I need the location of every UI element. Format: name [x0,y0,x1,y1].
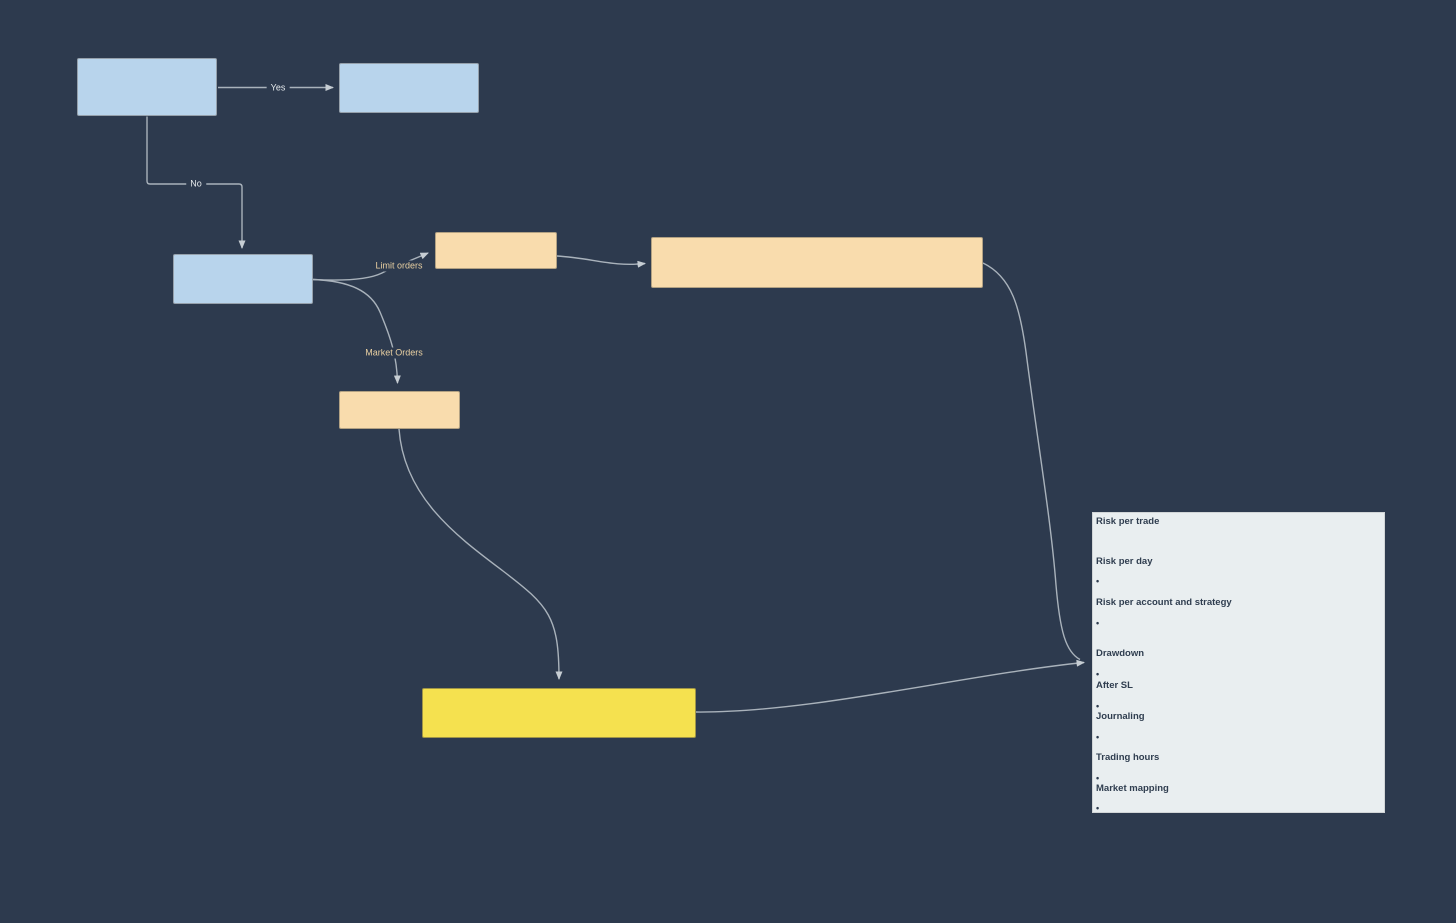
panel-line: Risk per account and strategy [1096,597,1232,608]
edge-detail-to-panel[interactable] [982,262,1081,661]
edge-action-to-panel[interactable] [695,659,1085,713]
node-outcome-yes[interactable] [339,63,479,113]
panel-line: Journaling [1096,711,1145,722]
panel-line: • [1096,803,1100,813]
panel-line: Market mapping [1096,783,1169,794]
panel-line: After SL [1096,680,1133,691]
panel-line: Risk per day [1096,556,1153,567]
panel-line: Drawdown [1096,648,1145,659]
panel-line: Trading hours [1096,752,1160,763]
node-decision-top[interactable] [77,58,217,116]
node-market-orders-step[interactable] [339,391,460,429]
panel-line: • [1096,701,1100,711]
edge-label-limit-orders[interactable]: Limit orders [371,260,427,272]
edge-market-orders[interactable] [312,278,401,384]
rules-panel[interactable]: Risk per trade Risk per day • Risk per a… [1092,512,1385,813]
edge-step-to-detail[interactable] [556,255,646,268]
node-limit-orders-detail[interactable] [651,237,983,288]
edge-limit-orders[interactable] [312,252,429,281]
panel-line: • [1096,576,1100,586]
node-limit-orders-step[interactable] [435,232,557,269]
panel-line: • [1096,732,1100,742]
node-decision-lower[interactable] [173,254,313,304]
panel-line: • [1096,773,1100,783]
edge-label-no[interactable]: No [186,178,206,190]
panel-line: • [1096,618,1100,628]
panel-line: • [1096,669,1100,679]
panel-line: Risk per trade [1096,516,1160,527]
edge-label-yes[interactable]: Yes [266,82,290,94]
edge-label-market-orders[interactable]: Market Orders [361,347,427,359]
edge-market-to-action[interactable] [398,428,563,680]
node-action-box[interactable] [422,688,696,738]
